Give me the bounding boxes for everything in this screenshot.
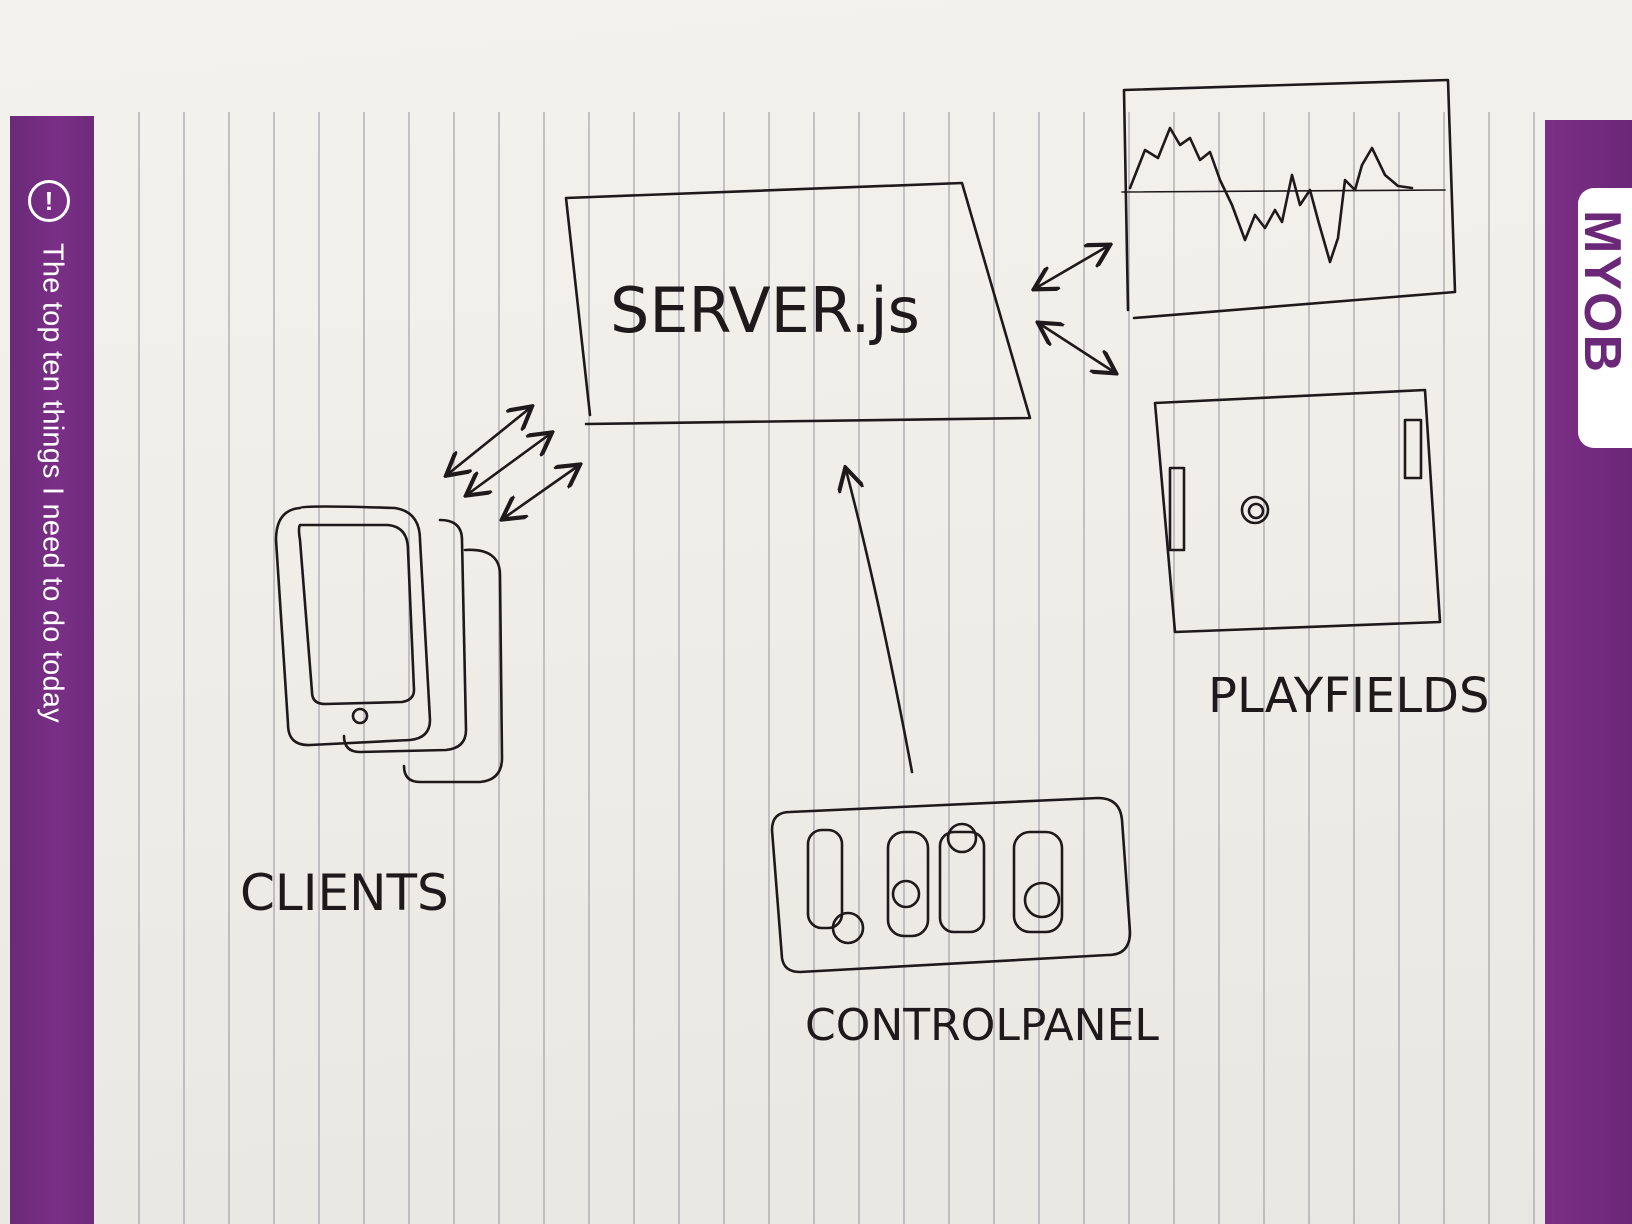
control-panel-label: CONTROLPANEL: [805, 1000, 1159, 1051]
control-panel-device: [770, 796, 1132, 974]
brand-logo-badge: [1578, 188, 1632, 448]
ruled-lines: [95, 112, 1540, 1224]
clients-devices: [274, 505, 504, 784]
playfields-label: PLAYFIELDS: [1208, 668, 1489, 724]
server-box: [564, 181, 1032, 426]
pong-playfield: [1153, 388, 1442, 634]
client-arrow-1: [448, 408, 530, 474]
client-arrow-2: [468, 434, 550, 494]
pong-arrow: [1040, 324, 1114, 372]
client-arrow-3: [504, 466, 578, 518]
server-label: SERVER.js: [610, 274, 920, 347]
control-panel-arrow: [846, 470, 914, 774]
clients-label: CLIENTS: [240, 864, 449, 922]
exclamation-circle-icon: !: [28, 180, 70, 222]
chart-arrow: [1036, 246, 1108, 288]
left-brand-strip: [10, 116, 94, 1224]
chart-playfield: [1121, 78, 1457, 320]
